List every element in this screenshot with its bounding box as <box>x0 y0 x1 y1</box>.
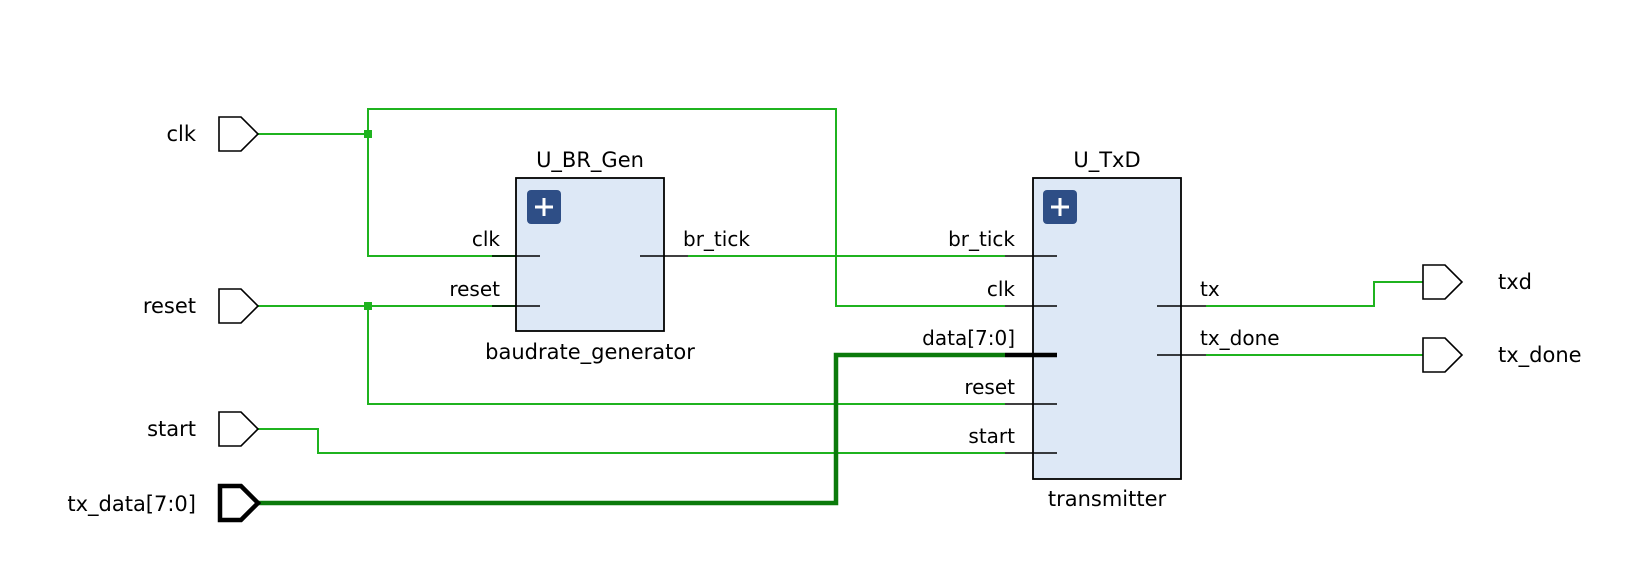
port-tx-done-shape[interactable] <box>1422 337 1464 373</box>
port-txd-shape[interactable] <box>1422 264 1464 300</box>
br-gen-pin-br-tick: br_tick <box>683 227 750 251</box>
port-start-shape[interactable] <box>218 411 260 447</box>
port-tx-done-label: tx_done <box>1498 343 1582 368</box>
net-txd[interactable] <box>1206 281 1423 307</box>
port-start-label: start <box>147 417 196 441</box>
txd-pin-tx-done: tx_done <box>1200 326 1280 350</box>
port-tx-data[interactable]: tx_data[7:0] <box>67 483 262 523</box>
net-clk-junction <box>364 130 372 138</box>
net-reset-junction <box>364 302 372 310</box>
net-clk[interactable] <box>258 108 1005 307</box>
port-start[interactable]: start <box>147 411 260 447</box>
txd-pin-tx: tx <box>1200 277 1220 301</box>
block-br-gen-instance: U_BR_Gen <box>536 148 644 173</box>
port-clk-shape[interactable] <box>218 116 260 152</box>
txd-pin-br-tick: br_tick <box>948 227 1015 251</box>
port-tx-data-label: tx_data[7:0] <box>67 492 196 517</box>
plus-icon[interactable] <box>535 198 553 216</box>
block-br-gen-module: baudrate_generator <box>485 340 695 365</box>
port-reset-label: reset <box>143 294 196 318</box>
br-gen-pin-reset: reset <box>449 277 500 301</box>
port-clk-label: clk <box>166 122 196 146</box>
block-txd[interactable]: U_TxD br_tick clk data[7:0] reset start … <box>922 148 1279 511</box>
br-gen-pin-clk: clk <box>472 227 501 251</box>
block-txd-module: transmitter <box>1048 487 1167 511</box>
block-txd-expand-button[interactable] <box>1043 190 1077 224</box>
txd-pin-data: data[7:0] <box>922 326 1015 350</box>
port-txd-label: txd <box>1498 270 1532 294</box>
txd-pin-reset: reset <box>964 375 1015 399</box>
port-reset-shape[interactable] <box>218 288 260 324</box>
block-txd-instance: U_TxD <box>1073 148 1140 173</box>
net-tx-data-bus[interactable] <box>258 352 1005 506</box>
block-txd-body[interactable] <box>1032 177 1182 480</box>
plus-icon[interactable] <box>1051 198 1069 216</box>
txd-pin-start: start <box>968 424 1015 448</box>
port-clk[interactable]: clk <box>166 116 260 152</box>
port-reset[interactable]: reset <box>143 288 260 324</box>
block-br-gen-expand-button[interactable] <box>527 190 561 224</box>
port-tx-done[interactable]: tx_done <box>1422 337 1582 373</box>
txd-pin-clk: clk <box>987 277 1016 301</box>
net-start[interactable] <box>258 428 1005 454</box>
port-txd[interactable]: txd <box>1422 264 1532 300</box>
port-tx-data-shape[interactable] <box>217 483 262 523</box>
block-br-gen[interactable]: U_BR_Gen clk reset br_tick baudrate_gene… <box>449 148 750 365</box>
